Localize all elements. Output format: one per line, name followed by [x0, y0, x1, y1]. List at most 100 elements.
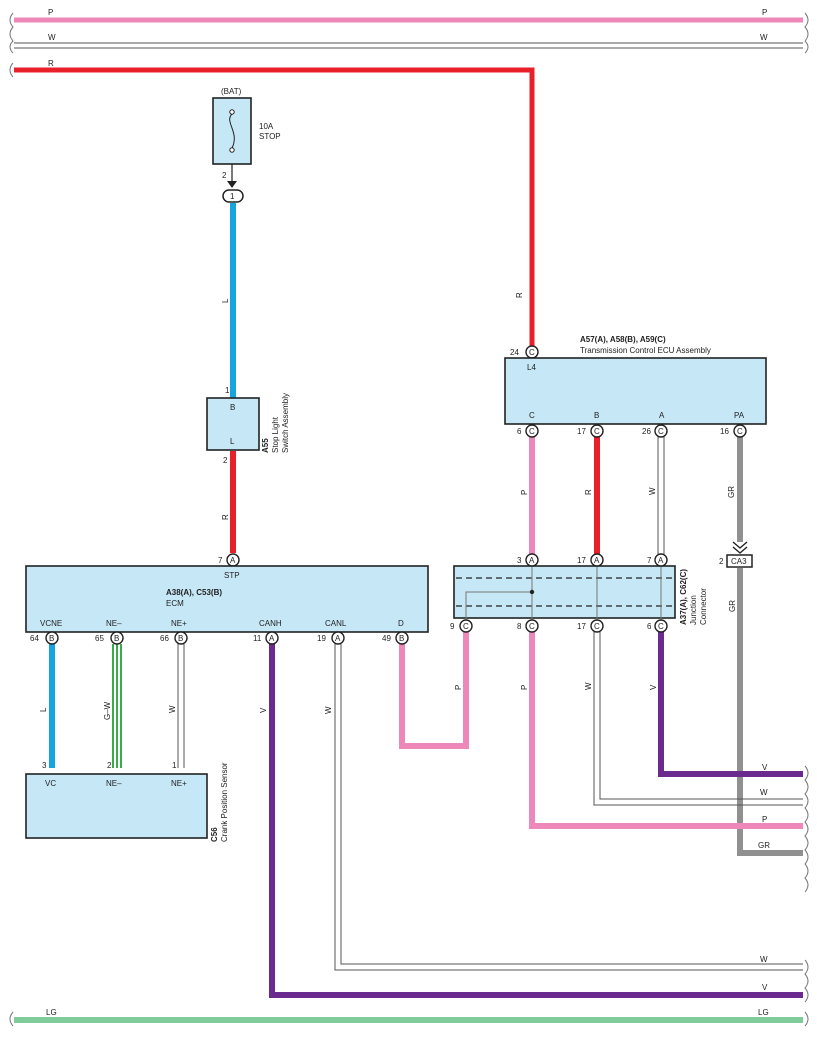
wire-label-tcu-a: W	[648, 487, 657, 495]
ecm-connector-66	[174, 631, 188, 645]
wire-label-tcu-supply: R	[515, 292, 524, 298]
jc-bottom-conn-17: C	[594, 622, 600, 631]
ecm-connector-11	[265, 631, 279, 645]
tcu-term-a: A	[659, 411, 665, 420]
ecm-stp-pin: 7	[218, 556, 223, 565]
switch-pin-top: 1	[225, 386, 230, 395]
junction-connector-1-label: 1	[230, 192, 235, 201]
ecm-connector-19	[331, 631, 345, 645]
ecm-term-vcne: VCNE	[40, 619, 62, 628]
wire-label-jc-17: W	[584, 682, 593, 690]
out-label-p: P	[762, 815, 767, 824]
ecm-stp-conn: A	[230, 556, 236, 565]
ecm-pin-64: 64	[30, 634, 39, 643]
ecm-code: A38(A), C53(B)	[166, 588, 222, 597]
ecm-term-canl: CANL	[325, 619, 347, 628]
ecm-term-ne-plus: NE+	[171, 619, 187, 628]
wire-w-jc-17	[593, 632, 803, 806]
sensor-pin-ne-plus: 1	[172, 761, 177, 770]
sensor-pin-ne-minus: 2	[107, 761, 112, 770]
fuse-supply-label: (BAT)	[221, 87, 242, 96]
wire-label-after-ca3: GR	[728, 600, 737, 612]
tcu-top-pin: 24	[510, 348, 519, 357]
out-label-w: W	[760, 788, 768, 797]
bus-p-label-right: P	[762, 8, 767, 17]
bus-p-label-left: P	[48, 8, 53, 17]
sensor-code: C56	[210, 827, 219, 842]
wire-label-jc-6: V	[649, 684, 658, 690]
switch-name-line2: Switch Assembly	[281, 393, 290, 453]
sensor-title: C56 Crank Position Sensor	[210, 762, 229, 842]
sensor-term-ne-minus: NE–	[106, 779, 122, 788]
bus-w-label-right: W	[760, 33, 768, 42]
wire-w-tcu-a	[657, 437, 665, 554]
fuse-pin: 2	[222, 171, 227, 180]
break-marks-right	[804, 12, 809, 1027]
ecm-term-canh: CANH	[259, 619, 282, 628]
ecm-connector-64	[45, 631, 59, 645]
sensor-term-vc: VC	[45, 779, 56, 788]
jc-top-pin-17: 17	[577, 556, 586, 565]
wire-label-vcne: L	[39, 707, 48, 712]
ca3-pin: 2	[719, 557, 724, 566]
junction-name-line1: Junction	[689, 595, 698, 625]
ecm-name: ECM	[166, 599, 184, 608]
jc-bottom-pin-6: 6	[647, 622, 652, 631]
sensor-name: Crank Position Sensor	[220, 762, 229, 842]
jc-top-pin-3: 3	[517, 556, 522, 565]
tcu-name: Transmission Control ECU Assembly	[580, 346, 711, 355]
break-marks-left	[9, 12, 14, 1027]
wire-bus-white	[14, 42, 803, 49]
ecm-pin-65: 65	[95, 634, 104, 643]
tcu-box	[504, 357, 767, 425]
switch-pin-bottom: 2	[223, 456, 228, 465]
jc-top-conn-17: A	[594, 556, 600, 565]
out-label-v: V	[762, 763, 768, 772]
ecm-pin-19: 19	[317, 634, 326, 643]
tcu-top-conn: C	[529, 348, 535, 357]
wire-label-ne-plus: W	[168, 705, 177, 713]
wire-v-canh	[269, 644, 803, 998]
switch-term-bottom: L	[230, 437, 235, 446]
crank-position-sensor	[25, 773, 208, 839]
tcu-pin-26: 26	[642, 427, 651, 436]
jc-connector-top-3	[525, 553, 539, 567]
fuse-icon	[229, 109, 235, 153]
wire-v-jc-6	[658, 632, 803, 777]
ecm-conn-11: A	[269, 634, 275, 643]
tcu-code: A57(A), A58(B), A59(C)	[580, 335, 666, 344]
junction-bottom-connectors	[459, 619, 668, 633]
wire-label-tcu-pa: GR	[727, 486, 736, 498]
ecm-conn-64: B	[49, 634, 54, 643]
out-label-gr: GR	[758, 841, 770, 850]
switch-name-line1: Stop Light	[271, 416, 280, 453]
wire-label-ne-minus: G–W	[103, 701, 112, 720]
ecm-stp-label: STP	[224, 571, 240, 580]
bus-r-label: R	[48, 59, 54, 68]
tcu-connector-16	[733, 424, 747, 438]
tcu-term-c: C	[529, 411, 535, 420]
tcu-conn-17: C	[594, 427, 600, 436]
bus-lg-label-left: LG	[46, 1008, 57, 1017]
ecm-term-ne-minus: NE–	[106, 619, 122, 628]
ca3-connector	[726, 554, 753, 568]
wire-g-w-ne-minus	[112, 644, 122, 768]
bottom-label-w: W	[760, 955, 768, 964]
sensor-pin-vc: 3	[42, 761, 47, 770]
ecm-conn-49: B	[399, 634, 404, 643]
junction-title: A37(A), C62(C) Junction Connector	[679, 569, 708, 625]
junction-connector-1	[222, 189, 244, 203]
tcu-pin-16: 16	[720, 427, 729, 436]
junction-name-line2: Connector	[699, 588, 708, 625]
wire-label-fuse-to-switch: L	[221, 298, 230, 303]
wire-label-canl: W	[324, 706, 333, 714]
stop-light-switch	[206, 397, 260, 451]
tcu-term-l4: L4	[527, 363, 536, 372]
tcu-term-pa: PA	[734, 411, 745, 420]
tcu-connector-6	[525, 424, 539, 438]
tcu-conn-6: C	[529, 427, 535, 436]
sensor-term-ne-plus: NE+	[171, 779, 187, 788]
wire-p-d	[399, 630, 469, 749]
junction-code: A37(A), C62(C)	[679, 569, 688, 625]
wire-bus-red	[14, 67, 535, 347]
